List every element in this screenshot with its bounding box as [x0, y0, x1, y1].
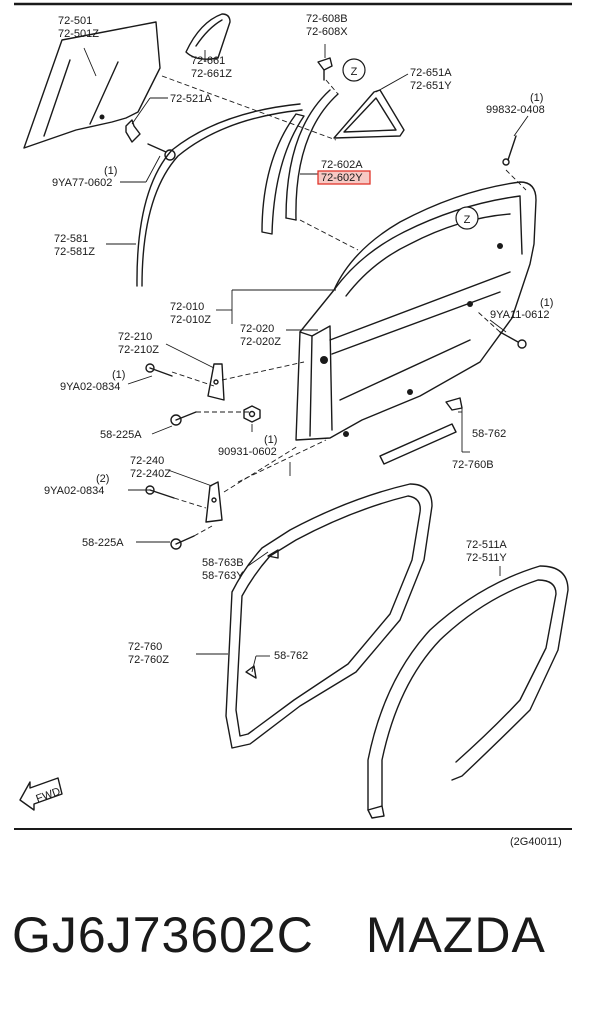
label-72-760b: 72-760B: [452, 459, 494, 471]
label-72-651y: 72-651Y: [410, 80, 452, 92]
label-9ya02-qty-1: (1): [112, 369, 125, 381]
part-number: GJ6J73602C: [12, 907, 314, 963]
label-72-511a: 72-511A: [466, 539, 507, 551]
label-72-661z: 72-661Z: [191, 68, 232, 80]
leader-lines: [83, 44, 529, 673]
label-72-602a: 72-602A: [321, 159, 363, 171]
part-hinge-lower: [145, 481, 223, 523]
part-bolt-9ya11: [499, 331, 527, 349]
part-hinge-upper: [145, 363, 225, 401]
label-58-762-upper: 58-762: [472, 428, 506, 440]
label-72-010z: 72-010Z: [170, 314, 211, 326]
part-nut: [243, 405, 261, 423]
label-58-763b: 58-763B: [202, 557, 244, 569]
label-58-225a-upper: 58-225A: [100, 429, 142, 441]
label-58-763y: 58-763Y: [202, 570, 244, 582]
part-bolt-58-225a-lower: [170, 535, 195, 550]
label-58-225a-lower: 58-225A: [82, 537, 124, 549]
z-marker-label: Z: [351, 66, 358, 78]
part-clip: [317, 57, 333, 81]
part-bolt-99832: [502, 135, 517, 166]
part-door-panel: [295, 181, 537, 441]
part-bolt-58-225a-upper: [170, 411, 197, 426]
label-72-240: 72-240: [130, 455, 164, 467]
label-58-762-lower: 58-762: [274, 650, 308, 662]
z-marker-2: Z: [455, 206, 479, 230]
part-triangle-molding: [333, 89, 405, 139]
label-72-602y: 72-602Y: [321, 172, 363, 184]
assembly-dash-lines: [161, 75, 527, 537]
label-9ya77-qty: (1): [104, 165, 117, 177]
fwd-arrow-icon: [19, 777, 63, 811]
part-door-glass: [23, 21, 161, 149]
part-door-weatherstrip: [225, 483, 433, 749]
label-9ya77-0602: 9YA77-0602: [52, 177, 112, 189]
label-72-210z: 72-210Z: [118, 344, 159, 356]
label-72-651a: 72-651A: [410, 67, 452, 79]
label-72-760z: 72-760Z: [128, 654, 169, 666]
label-72-760: 72-760: [128, 641, 162, 653]
z-marker-1: Z: [342, 58, 366, 82]
label-72-020: 72-020: [240, 323, 274, 335]
label-90931-qty: (1): [264, 434, 277, 446]
label-72-581z: 72-581Z: [54, 246, 95, 258]
label-72-511y: 72-511Y: [466, 552, 507, 564]
brand-name: MAZDA: [365, 907, 546, 963]
label-72-608b: 72-608B: [306, 13, 348, 25]
label-72-501z: 72-501Z: [58, 28, 99, 40]
label-9ya11-qty: (1): [540, 297, 553, 309]
label-9ya02-qty-2: (2): [96, 473, 109, 485]
label-fwd: FWD: [34, 786, 62, 806]
label-9ya02-0834-upper: 9YA02-0834: [60, 381, 120, 393]
label-99832-qty: (1): [530, 92, 543, 104]
label-9ya02-0834-lower: 9YA02-0834: [44, 485, 104, 497]
part-center-channel: [261, 89, 339, 235]
label-99832-0408: 99832-0408: [486, 104, 545, 116]
part-labels: 72-501 72-501Z 72-661 72-661Z 72-608B 72…: [34, 13, 561, 848]
part-bracket: [125, 119, 141, 143]
part-number-footer: GJ6J73602C MAZDA: [12, 895, 592, 975]
label-72-240z: 72-240Z: [130, 468, 171, 480]
label-72-010: 72-010: [170, 301, 204, 313]
label-72-210: 72-210: [118, 331, 152, 343]
z-marker-label: Z: [464, 214, 471, 226]
label-72-661: 72-661: [191, 55, 225, 67]
part-opening-weatherstrip: [367, 565, 569, 819]
label-72-020z: 72-020Z: [240, 336, 281, 348]
label-72-501: 72-501: [58, 15, 92, 27]
label-72-581: 72-581: [54, 233, 88, 245]
part-bolt-9ya77: [147, 143, 176, 161]
label-72-608x: 72-608X: [306, 26, 348, 38]
part-glass-run-front: [136, 103, 303, 287]
label-9ya11-0612: 9YA11-0612: [490, 309, 550, 321]
label-72-521a: 72-521A: [170, 93, 212, 105]
highlight-box: [317, 170, 371, 185]
part-quarter-glass: [185, 13, 231, 60]
label-90931-0602: 90931-0602: [218, 446, 277, 458]
label-diagram-code: (2G40011): [510, 836, 562, 848]
rear-door-parts-diagram: Z Z 72-501 72-501Z 72-661 72-661Z 72-608…: [14, 2, 572, 848]
